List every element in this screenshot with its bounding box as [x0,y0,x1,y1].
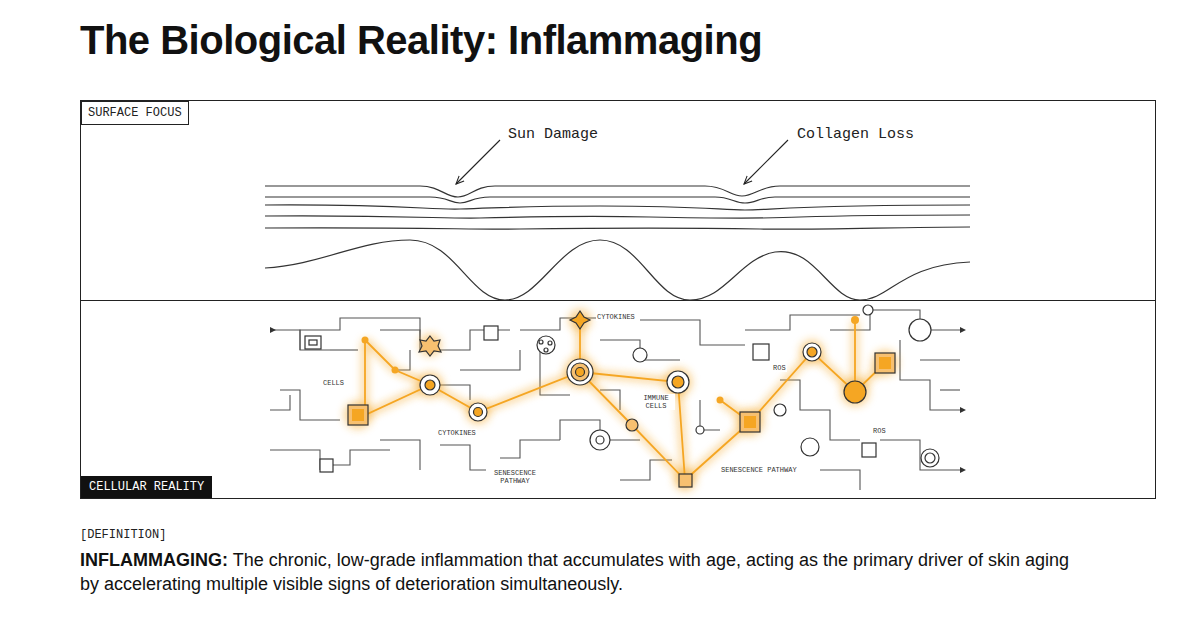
tab-label: CELLULAR REALITY [89,480,204,494]
section-label: [DEFINITION] [80,528,166,542]
cell-label: SENESCENCE PATHWAY [720,466,798,474]
tab-label: SURFACE FOCUS [88,106,182,120]
cell-label: CELLS [322,379,345,387]
cell-label: CYTOKINES [596,313,636,321]
glow-halos [344,309,898,491]
cell-label: SENESCENCE PATHWAY [486,469,544,485]
port-arrows [270,327,966,473]
circuit-lines [270,310,960,490]
section-tab: CELLULAR REALITY [81,476,212,498]
leader-arrow [456,140,500,184]
callout-label: Sun Damage [506,126,600,143]
page-title: The Biological Reality: Inflammaging [80,18,762,63]
callout-label: Collagen Loss [795,126,916,143]
definition: INFLAMMAGING: The chronic, low-grade inf… [80,548,1080,596]
term: INFLAMMAGING: [80,550,228,570]
inflammation-path [365,320,885,480]
cell-label: IMMUNE CELLS [637,394,675,410]
cell-label: CYTOKINES [437,429,477,437]
leader-arrow [744,140,788,184]
active-nodes [348,311,895,487]
cell-label: ROS [872,427,887,435]
divider [80,300,1155,301]
panel-frame [81,101,1156,499]
idle-nodes [305,305,939,472]
definition-text: The chronic, low-grade inflammation that… [80,550,1069,594]
skin-layers [265,186,970,300]
cell-label: ROS [772,364,787,372]
section-tab: SURFACE FOCUS [81,101,189,125]
